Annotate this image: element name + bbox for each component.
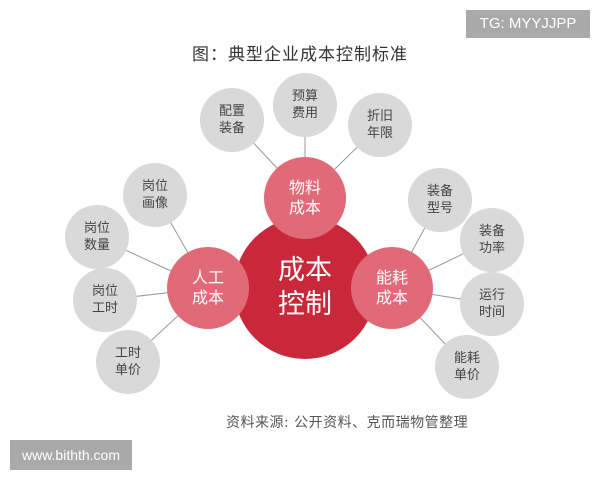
source-note: 资料来源: 公开资料、克而瑞物管整理 — [226, 415, 469, 431]
node-label: 成本 — [375, 288, 408, 307]
watermark-tg: TG: MYYJJPP — [466, 10, 590, 38]
node-config-equipment: 配置 装备 — [200, 88, 264, 152]
node-run-time: 运行 时间 — [460, 272, 524, 336]
node-label: 人工 — [191, 268, 224, 287]
node-label: 岗位 — [91, 284, 118, 299]
node-energy-cost: 能耗 成本 — [351, 247, 433, 329]
node-position-profile: 岗位 画像 — [123, 163, 187, 227]
node-label: 装备 — [426, 184, 453, 199]
node-label: 岗位 — [83, 221, 110, 236]
node-label: 装备 — [478, 224, 505, 239]
node-energy-unit-price: 能耗 单价 — [435, 335, 499, 399]
node-label: 功率 — [478, 241, 505, 256]
node-label: 成本 — [278, 255, 332, 286]
node-label: 年限 — [366, 126, 393, 141]
node-position-hours: 岗位 工时 — [73, 268, 137, 332]
node-position-count: 岗位 数量 — [65, 205, 129, 269]
node-label: 折旧 — [366, 109, 393, 124]
node-label: 装备 — [218, 121, 245, 136]
node-label: 单价 — [453, 368, 480, 383]
node-label: 岗位 — [141, 179, 168, 194]
watermark-site: www.bithth.com — [10, 440, 132, 470]
node-label: 工时 — [91, 301, 118, 316]
node-label: 物料 — [288, 178, 321, 197]
node-equipment-model: 装备 型号 — [408, 168, 472, 232]
node-label: 成本 — [191, 288, 224, 307]
node-label: 成本 — [288, 198, 321, 217]
node-depreciation-years: 折旧 年限 — [348, 93, 412, 157]
node-label: 能耗 — [375, 268, 408, 287]
node-labor-cost: 人工 成本 — [167, 247, 249, 329]
node-cost-control-core: 成本 控制 — [234, 217, 376, 359]
node-equipment-power: 装备 功率 — [460, 208, 524, 272]
node-label: 控制 — [278, 289, 332, 320]
node-label: 预算 — [291, 89, 318, 104]
node-material-cost: 物料 成本 — [264, 157, 346, 239]
node-hourly-rate: 工时 单价 — [96, 330, 160, 394]
node-label: 时间 — [478, 305, 505, 320]
node-label: 费用 — [291, 106, 318, 121]
node-budget-cost: 预算 费用 — [273, 73, 337, 137]
node-label: 数量 — [83, 238, 110, 253]
node-label: 运行 — [478, 288, 505, 303]
node-label: 单价 — [114, 363, 141, 378]
node-label: 能耗 — [453, 351, 480, 366]
node-label: 工时 — [114, 346, 141, 361]
node-label: 画像 — [141, 196, 168, 211]
node-label: 型号 — [426, 201, 453, 216]
node-label: 配置 — [218, 104, 245, 119]
diagram-title: 图：典型企业成本控制标准 — [192, 45, 408, 65]
